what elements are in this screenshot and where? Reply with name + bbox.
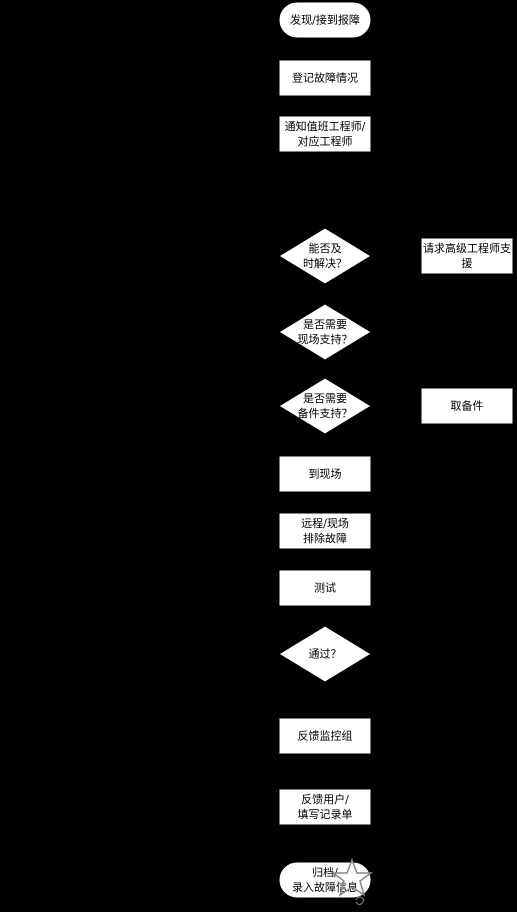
process-shape (420, 237, 514, 275)
node-label: 能否及 (309, 241, 342, 255)
flowchart-node-feedback-monitor: 反馈监控组 (278, 717, 372, 755)
node-label: 填写记录单 (298, 807, 353, 821)
flowchart-node-notify: 通知值班工程师/对应工程师 (278, 115, 372, 153)
flowchart-node-passed: 通过？ (278, 625, 372, 683)
decision-shape (278, 227, 372, 285)
node-label: 归档/ (312, 865, 338, 879)
flowchart-node-feedback-user: 反馈用户/填写记录单 (278, 788, 372, 826)
node-label: 反馈监控组 (298, 729, 353, 743)
flowchart-node-register: 登记故障情况 (278, 59, 372, 97)
decision-shape (278, 377, 372, 435)
process-shape (278, 455, 372, 493)
process-shape (278, 115, 372, 153)
node-label: 备件支持？ (298, 406, 353, 420)
process-shape (278, 717, 372, 755)
node-label: 取备件 (451, 399, 484, 413)
node-label: 远程/现场 (301, 516, 349, 530)
node-label: 时解决？ (303, 256, 347, 270)
process-shape (278, 569, 372, 607)
node-label: 通过？ (309, 648, 342, 661)
node-label: 反馈用户/ (301, 792, 349, 806)
node-label: 发现/接到报障 (290, 13, 360, 27)
terminal-shape (278, 1, 372, 39)
decision-shape (278, 625, 372, 683)
node-label: 通知值班工程师/ (285, 119, 366, 133)
node-label: 登记故障情况 (292, 71, 358, 85)
node-label: 测试 (314, 582, 336, 595)
node-label: 请求高级工程师支 (423, 241, 511, 255)
node-label: 录入故障信息 (292, 880, 358, 894)
star-icon (330, 857, 374, 906)
flowchart-node-archive: 归档/录入故障信息 (278, 861, 372, 899)
node-label: 援 (462, 256, 473, 270)
process-shape (278, 512, 372, 550)
node-label: 对应工程师 (298, 134, 353, 148)
decision-shape (278, 303, 372, 361)
node-label: 排除故障 (303, 531, 347, 545)
node-label: 现场支持？ (298, 332, 353, 346)
node-label: 到现场 (309, 467, 342, 481)
flowchart-node-get-spare: 取备件 (420, 387, 514, 425)
node-label: 是否需要 (303, 392, 347, 405)
flowchart-node-go-onsite: 到现场 (278, 455, 372, 493)
process-shape (420, 387, 514, 425)
node-label: 是否需要 (303, 318, 347, 331)
flowchart-node-test: 测试 (278, 569, 372, 607)
process-shape (278, 788, 372, 826)
process-shape (278, 59, 372, 97)
nodes-layer: 发现/接到报障登记故障情况通知值班工程师/对应工程师能否及时解决？请求高级工程师… (278, 1, 514, 899)
flowchart-node-start: 发现/接到报障 (278, 1, 372, 39)
